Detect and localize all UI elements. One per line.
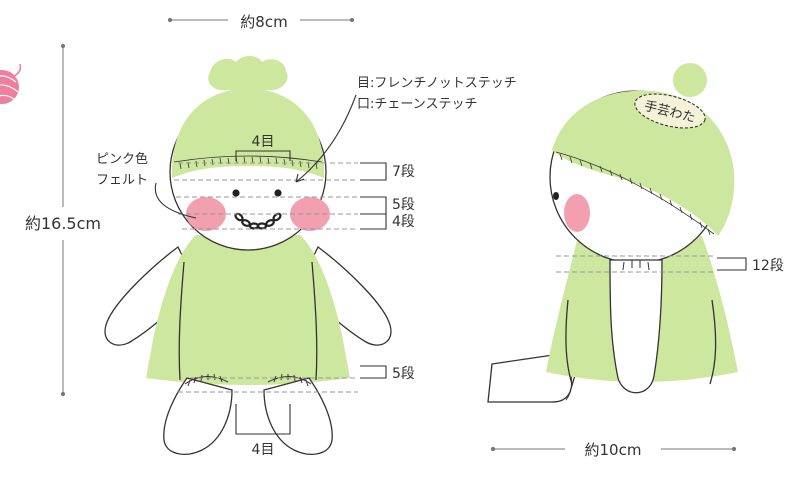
rows-mouth-label: 4段 [392, 214, 415, 230]
side-depth-dimension [490, 446, 737, 452]
eye-gap-label: 4目 [252, 134, 275, 150]
leg-gap-label: 4目 [252, 442, 275, 458]
rows-hat-label: 7段 [392, 164, 415, 180]
rows-legs-label: 5段 [392, 366, 415, 382]
side-row-guides [556, 255, 715, 273]
front-row-brackets [360, 162, 387, 379]
front-left-leg [163, 373, 233, 455]
front-hat [171, 56, 325, 178]
yarn-ball-icon [0, 63, 22, 104]
front-height-label: 約16.5cm [25, 214, 101, 233]
side-row-bracket [717, 257, 747, 271]
eye-gap-bracket [235, 150, 291, 161]
front-height-dimension [60, 43, 66, 397]
leg-gap-bracket [235, 404, 291, 435]
felt-pointer [154, 182, 197, 219]
side-arm [609, 259, 663, 394]
stitch-note-eyes: 目:フレンチノットステッチ [357, 76, 517, 91]
stitch-pointer [295, 94, 357, 183]
side-hat: 手芸わた [552, 63, 735, 236]
front-width-label: 約8cm [240, 13, 287, 31]
felt-label-line2: フェルト [96, 173, 148, 188]
side-doll: 手芸わた [487, 63, 738, 403]
front-right-eye [274, 189, 282, 197]
side-depth-label: 約10cm [585, 441, 642, 459]
front-width-dimension [167, 17, 355, 23]
front-mouth [234, 212, 282, 230]
front-body [146, 235, 350, 385]
front-doll [104, 56, 392, 455]
stitch-note-mouth: 口:チェーンステッチ [357, 97, 477, 112]
rows-arm-label: 12段 [752, 258, 784, 274]
side-eye [553, 192, 559, 200]
front-row-guides [174, 162, 358, 393]
front-left-eye [232, 189, 240, 197]
felt-label-line1: ピンク色 [96, 151, 148, 167]
rows-eyes-label: 5段 [392, 197, 415, 213]
side-cheek [564, 194, 590, 232]
